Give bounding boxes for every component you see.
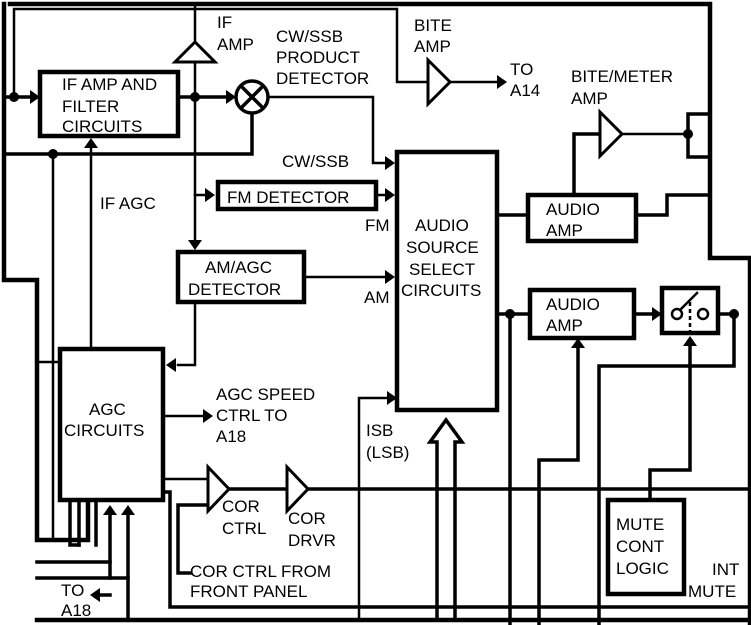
block-if-amp-filter: IF AMP AND FILTER CIRCUITS	[37, 69, 181, 139]
arrow-right-icon	[30, 90, 40, 104]
svg-text:SOURCE: SOURCE	[406, 238, 479, 257]
bite-meter-amp-label: BITE/METER	[571, 67, 673, 86]
svg-text:SELECT: SELECT	[409, 260, 475, 279]
labels: IF AMP CW/SSB PRODUCT DETECTOR BITE AMP …	[61, 13, 739, 620]
cor-drvr-amp-icon	[285, 463, 311, 515]
arrow-right-icon	[497, 75, 507, 89]
svg-text:AUDIO: AUDIO	[546, 295, 600, 314]
junction-dot	[729, 309, 739, 319]
svg-text:AMP: AMP	[546, 221, 583, 240]
if-amp-label: IF	[217, 13, 232, 32]
int-mute-label: MUTE	[688, 582, 736, 601]
product-detector-mixer	[234, 79, 270, 115]
junction-dot	[683, 129, 693, 139]
junction-dot	[48, 149, 58, 159]
to-a14-label: TO	[510, 60, 533, 79]
bite-amp-label: AMP	[414, 37, 451, 56]
product-detector-label: PRODUCT	[276, 48, 360, 67]
arrow-up-icon	[103, 505, 117, 515]
product-detector-label: CW/SSB	[276, 27, 343, 46]
to-a14-label: A14	[510, 81, 540, 100]
to-a18-label: TO	[61, 581, 84, 600]
junction-dots	[9, 92, 739, 319]
svg-text:AUDIO: AUDIO	[415, 216, 469, 235]
svg-text:FILTER: FILTER	[62, 97, 119, 116]
arrow-right-icon	[385, 156, 395, 170]
if-amp-label: AMP	[217, 35, 254, 54]
arrow-up-icon	[683, 336, 697, 346]
svg-text:IF AMP AND: IF AMP AND	[62, 75, 157, 94]
arrow-right-icon	[226, 90, 236, 104]
agc-speed-label: CTRL TO	[216, 406, 287, 425]
arrow-right-icon	[385, 188, 395, 202]
fm-label: FM	[365, 216, 390, 235]
svg-text:CIRCUITS: CIRCUITS	[64, 421, 144, 440]
product-detector-label: DETECTOR	[276, 69, 369, 88]
arrow-right-icon	[203, 409, 213, 423]
cor-ctrl-front-panel-label: FRONT PANEL	[190, 582, 307, 601]
svg-text:CIRCUITS: CIRCUITS	[401, 281, 481, 300]
arrowheads	[30, 75, 697, 602]
arrow-up-icon	[571, 338, 585, 348]
isb-label: ISB	[366, 421, 393, 440]
amplifiers	[171, 39, 625, 515]
am-label: AM	[364, 288, 390, 307]
block-audio-source-select: AUDIO SOURCE SELECT CIRCUITS	[394, 149, 500, 413]
svg-text:LOGIC: LOGIC	[616, 559, 669, 578]
to-a18-label: A18	[61, 601, 91, 620]
svg-text:AUDIO: AUDIO	[546, 200, 600, 219]
junction-dot	[190, 92, 200, 102]
bite-amp-label: BITE	[414, 16, 452, 35]
arrow-right-icon	[652, 307, 662, 321]
arrow-left-icon	[90, 588, 100, 602]
cor-ctrl-label: CTRL	[222, 519, 266, 538]
block-am-agc-detector: AM/AGC DETECTOR	[175, 249, 307, 305]
arrow-down-icon	[188, 240, 202, 250]
block-mute-cont-logic: MUTE CONT LOGIC	[605, 497, 687, 597]
int-mute-label: INT	[712, 560, 739, 579]
svg-text:FM DETECTOR: FM DETECTOR	[227, 188, 349, 207]
svg-text:MUTE: MUTE	[616, 515, 664, 534]
arrow-right-icon	[205, 188, 215, 202]
bite-amp-icon	[426, 56, 453, 108]
mute-switch	[659, 285, 721, 336]
arrow-right-icon	[387, 391, 397, 405]
junction-dot	[9, 92, 19, 102]
arrow-up-icon	[84, 138, 98, 148]
bite-meter-amp-icon	[598, 108, 625, 160]
cor-drvr-label: DRVR	[288, 531, 336, 550]
cor-ctrl-front-panel-label: COR CTRL FROM	[190, 562, 331, 581]
arrow-left-icon	[166, 358, 176, 372]
block-audio-amp-2: AUDIO AMP	[527, 287, 637, 341]
block-agc-circuits: AGC CIRCUITS	[57, 346, 166, 503]
block-fm-detector: FM DETECTOR	[215, 179, 379, 212]
bite-meter-amp-label: AMP	[571, 89, 608, 108]
svg-text:AGC: AGC	[89, 400, 126, 419]
agc-speed-label: AGC SPEED	[216, 385, 315, 404]
if-agc-label: IF AGC	[100, 194, 156, 213]
isb-label: (LSB)	[366, 443, 409, 462]
junction-dot	[505, 309, 515, 319]
svg-text:DETECTOR: DETECTOR	[188, 280, 281, 299]
block-audio-amp-1: AUDIO AMP	[525, 192, 639, 244]
svg-text:CONT: CONT	[616, 537, 664, 556]
arrow-right-icon	[385, 270, 395, 284]
agc-speed-label: A18	[216, 427, 246, 446]
arrow-up-icon	[121, 505, 135, 515]
if-amp-icon	[171, 39, 219, 64]
cor-drvr-label: COR	[288, 509, 326, 528]
cor-ctrl-label: COR	[222, 497, 260, 516]
switch-icon	[678, 291, 699, 312]
svg-text:CIRCUITS: CIRCUITS	[62, 117, 142, 136]
svg-text:AMP: AMP	[546, 316, 583, 335]
circle-x-icon	[238, 83, 266, 111]
cw-ssb-label: CW/SSB	[282, 152, 349, 171]
svg-text:AM/AGC: AM/AGC	[205, 258, 272, 277]
cor-ctrl-amp-icon	[206, 463, 232, 515]
